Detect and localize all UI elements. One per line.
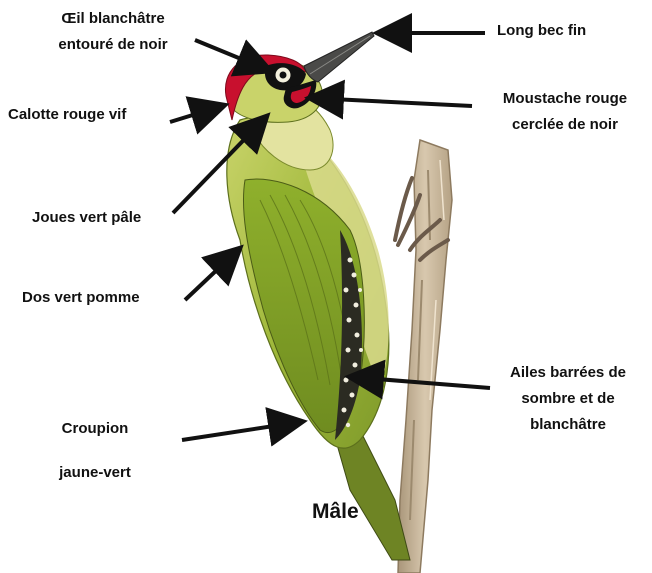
- label-back: Dos vert pomme: [22, 285, 140, 311]
- label-eye-line2: entouré de noir: [28, 32, 198, 58]
- label-wings: Ailes barrées de sombre et de blanchâtre: [490, 360, 646, 438]
- label-back-line1: Dos vert pomme: [22, 285, 140, 311]
- beak: [304, 32, 374, 82]
- label-eye: Œil blanchâtre entouré de noir: [28, 6, 198, 58]
- label-rump: Croupion jaune-vert: [20, 416, 170, 486]
- arrow-cap: [170, 106, 222, 122]
- arrow-moustache: [312, 98, 472, 106]
- label-beak: Long bec fin: [497, 18, 586, 44]
- label-rump-line2: jaune-vert: [20, 460, 170, 486]
- label-beak-line1: Long bec fin: [497, 18, 586, 44]
- arrow-back: [185, 250, 238, 300]
- diagram-title: Mâle: [312, 500, 359, 524]
- branch: [398, 140, 452, 573]
- label-wings-line1: Ailes barrées de: [490, 360, 646, 386]
- label-rump-line1: Croupion: [20, 416, 170, 442]
- arrow-rump: [182, 422, 300, 440]
- label-moustache: Moustache rouge cerclée de noir: [482, 86, 648, 138]
- label-cheeks: Joues vert pâle: [32, 205, 141, 231]
- arrow-eye: [195, 40, 268, 70]
- label-moustache-line2: cerclée de noir: [482, 112, 648, 138]
- label-cap: Calotte rouge vif: [8, 102, 126, 128]
- label-moustache-line1: Moustache rouge: [482, 86, 648, 112]
- label-cap-line1: Calotte rouge vif: [8, 102, 126, 128]
- eye: [276, 68, 291, 83]
- label-wings-line3: blanchâtre: [490, 412, 646, 438]
- label-eye-line1: Œil blanchâtre: [28, 6, 198, 32]
- label-cheeks-line1: Joues vert pâle: [32, 205, 141, 231]
- label-wings-line2: sombre et de: [490, 386, 646, 412]
